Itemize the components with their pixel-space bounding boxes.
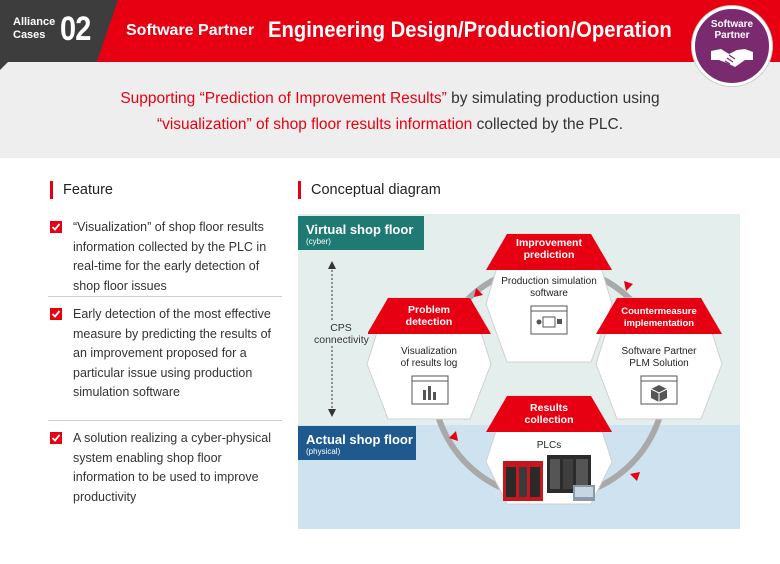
case-number: 02: [60, 10, 91, 48]
alliance-cases-label: Alliance Cases: [13, 16, 55, 42]
actual-shop-floor-label: Actual shop floor (physical): [298, 426, 416, 460]
checkbox-icon: [50, 308, 62, 320]
cps-arrow-down-icon: [328, 409, 336, 417]
bar-chart-window-icon: [411, 375, 449, 405]
divider: [48, 296, 282, 297]
cube-window-icon: [640, 375, 678, 405]
node-title: Improvement: [516, 237, 582, 249]
virtual-label-sub: (cyber): [306, 237, 331, 246]
badge-line1: Software: [710, 19, 754, 30]
lead-highlight-1: Supporting “Prediction of Improvement Re…: [120, 90, 447, 107]
cps-line2: connectivity: [314, 334, 369, 346]
plc-hardware-image: [503, 455, 595, 501]
cases-label-line2: Cases: [13, 29, 46, 41]
node-results-collection: [485, 395, 613, 505]
cases-label-line1: Alliance: [13, 16, 56, 28]
node-title: Countermeasure: [621, 306, 697, 317]
badge-line2: Partner: [714, 30, 750, 41]
cps-connectivity-label: CPS connectivity: [314, 322, 369, 346]
node-body: of results log: [400, 358, 458, 369]
diagram-graphics: [328, 233, 723, 505]
node-body: Visualization: [401, 346, 457, 357]
node-title: implementation: [623, 318, 695, 329]
diagram-heading: Conceptual diagram: [298, 181, 441, 199]
node-title: Problem: [407, 304, 450, 316]
node-title: detection: [405, 316, 453, 328]
ring-arrow-icon: [474, 288, 483, 297]
virtual-label-text: Virtual shop floor: [306, 222, 414, 237]
lead-text-1: by simulating production using: [446, 90, 660, 107]
node-body: Production simulation: [501, 276, 597, 287]
lead-text-2: collected by the PLC.: [472, 116, 624, 133]
ring-arrow-icon: [624, 281, 633, 291]
conceptual-diagram: Virtual shop floor (cyber) Actual shop f…: [298, 214, 740, 529]
feature-text: “Visualization” of shop floor results in…: [73, 220, 267, 293]
actual-label-text: Actual shop floor: [306, 432, 413, 447]
node-title: Results: [530, 402, 568, 414]
band-corner: [0, 62, 8, 70]
category-label: Software Partner: [126, 22, 255, 39]
node-problem-detection: [366, 297, 492, 420]
simulation-window-icon: [530, 305, 568, 335]
virtual-shop-floor-label: Virtual shop floor (cyber): [298, 216, 424, 250]
feature-text: A solution realizing a cyber-physical sy…: [73, 431, 272, 504]
checkbox-icon: [50, 221, 62, 233]
checkbox-icon: [50, 432, 62, 444]
node-body: PLCs: [536, 440, 562, 451]
ring-arrow-icon: [630, 472, 640, 481]
node-title: collection: [524, 414, 574, 426]
page-header: Alliance Cases 02 Software Partner Engin…: [0, 0, 780, 62]
software-partner-badge: Software Partner: [692, 6, 772, 86]
cps-line1: CPS: [330, 322, 352, 334]
handshake-icon: [711, 49, 753, 67]
lead-band: Supporting “Prediction of Improvement Re…: [0, 62, 780, 158]
cps-arrow-up-icon: [328, 261, 336, 269]
node-countermeasure-implementation: [595, 297, 723, 420]
feature-text: Early detection of the most effective me…: [73, 307, 272, 399]
ring-arrow-icon: [449, 431, 458, 441]
divider: [48, 420, 282, 421]
lead-text: Supporting “Prediction of Improvement Re…: [0, 86, 780, 138]
node-body: software: [530, 288, 568, 299]
node-improvement-prediction: [485, 233, 613, 363]
case-tab: Alliance Cases 02: [0, 0, 118, 62]
node-title: prediction: [523, 249, 575, 261]
actual-label-sub: (physical): [306, 447, 341, 456]
lead-highlight-2: “visualization” of shop floor results in…: [156, 116, 473, 133]
node-body: PLM Solution: [629, 358, 689, 369]
feature-heading: Feature: [50, 181, 113, 199]
node-body: Software Partner: [621, 346, 697, 357]
page-title: Engineering Design/Production/Operation: [268, 17, 672, 42]
